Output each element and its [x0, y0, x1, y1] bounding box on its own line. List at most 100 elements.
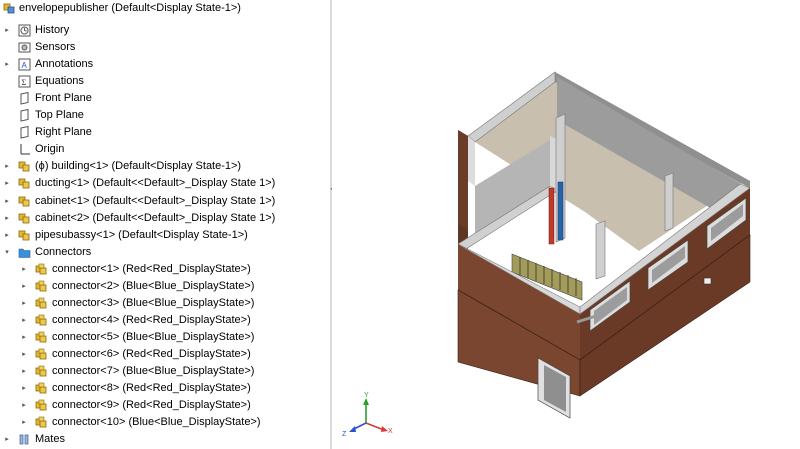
tree-item-label: Top Plane: [35, 109, 84, 122]
feature-manager-tree[interactable]: envelopepublisher (Default<Display State…: [0, 0, 330, 449]
plane-icon: [18, 92, 31, 105]
origin-icon: [18, 143, 31, 156]
expand-caret-icon[interactable]: ▸: [22, 350, 26, 358]
tree-item-label: connector<5> (Blue<Blue_DisplayState>): [52, 330, 255, 343]
tree-item[interactable]: ▸ History: [0, 22, 330, 39]
tree-item[interactable]: ▸ connector<1> (Red<Red_DisplayState>): [0, 261, 330, 278]
expand-caret-icon[interactable]: ▸: [5, 61, 9, 69]
collapse-panel-icon[interactable]: ◂: [328, 182, 336, 196]
tree-root[interactable]: envelopepublisher (Default<Display State…: [0, 0, 330, 17]
expand-caret-icon[interactable]: ▸: [22, 316, 26, 324]
assembly-icon: [18, 212, 31, 225]
expand-caret-icon[interactable]: ▸: [5, 214, 9, 222]
svg-text:A: A: [22, 61, 28, 70]
tree-item-label: connector<9> (Red<Red_DisplayState>): [52, 399, 251, 412]
tree-item[interactable]: ▸ cabinet<2> (Default<<Default>_Display S…: [0, 210, 330, 227]
expand-caret-icon[interactable]: ▸: [5, 180, 9, 188]
tree-item-label: ducting<1> (Default<<Default>_Display St…: [35, 177, 276, 190]
tree-item[interactable]: ▸ connector<9> (Red<Red_DisplayState>): [0, 397, 330, 414]
tree-item[interactable]: ▸connector<2> (Blue<Blue_DisplayState>): [0, 278, 330, 295]
plane-icon: [18, 126, 31, 139]
expand-caret-icon[interactable]: ▸: [5, 163, 9, 171]
tree-item[interactable]: ▸connector<3> (Blue<Blue_DisplayState>): [0, 295, 330, 312]
view-triad[interactable]: Y X Z: [342, 392, 393, 438]
tree-item-label: History: [35, 24, 70, 36]
window-2-opening: [652, 246, 685, 283]
tree-item-label: Annotations: [35, 58, 94, 71]
assembly-icon: [18, 229, 31, 242]
tree-item[interactable]: ▸ ducting<1> (Default<<Default>_Display S…: [0, 175, 330, 192]
expand-caret-icon[interactable]: ▸: [5, 197, 9, 205]
history-icon: [18, 24, 31, 37]
expand-caret-icon[interactable]: ▸: [22, 385, 26, 393]
expand-caret-icon[interactable]: ▸: [5, 231, 9, 239]
triad-z-label: Z: [342, 431, 347, 438]
connector-icon: [35, 331, 48, 344]
tree-item[interactable]: ▸connector<6> (Red<Red_DisplayState>): [0, 346, 330, 363]
graphics-viewport[interactable]: Y X Z: [332, 0, 800, 449]
folder-icon: [18, 246, 31, 259]
brick-wall-left-back: [458, 130, 468, 230]
tree-item[interactable]: ▸cabinet<1> (Default<<Default>_Display S…: [0, 193, 330, 210]
expand-caret-icon[interactable]: ▸: [5, 436, 9, 444]
panel-divider[interactable]: [330, 0, 332, 449]
cabinet-rack: [511, 253, 583, 301]
tree-item-label: connector<1> (Red<Red_DisplayState>): [52, 262, 251, 275]
connector-icon: [35, 365, 48, 378]
collapse-caret-icon[interactable]: ▾: [5, 248, 9, 256]
tree-item[interactable]: ▸ A Annotations: [0, 56, 330, 73]
building-floor: [475, 82, 740, 251]
tree-item-label: Origin: [35, 143, 65, 156]
tree-root-label: envelopepublisher (Default<Display State…: [19, 2, 241, 14]
tree-item[interactable]: Front Plane: [0, 90, 330, 107]
tree-item[interactable]: ▸ Mates: [0, 431, 330, 448]
equations-icon: Σ: [18, 75, 31, 88]
expand-caret-icon[interactable]: ▸: [22, 299, 26, 307]
tree-item[interactable]: ▸ pipesubassy<1> (Default<Display State-1…: [0, 227, 330, 244]
brick-wall-front-left: [458, 244, 580, 360]
plane-icon: [18, 109, 31, 122]
expand-caret-icon[interactable]: ▸: [22, 333, 26, 341]
triad-y-arrow: [363, 398, 369, 405]
tree-item-label: cabinet<2> (Default<<Default>_Display St…: [35, 211, 276, 224]
tree-item[interactable]: Right Plane: [0, 124, 330, 141]
expand-caret-icon[interactable]: ▸: [22, 265, 26, 273]
tree-item[interactable]: ▸connector<7> (Blue<Blue_DisplayState>): [0, 363, 330, 380]
wall-top-left: [467, 71, 556, 143]
tree-item[interactable]: ▾Connectors: [0, 244, 330, 261]
tree-item[interactable]: Top Plane: [0, 107, 330, 124]
triad-x-label: X: [388, 428, 393, 435]
tree-item[interactable]: ▸connector<4> (Red<Red_DisplayState>): [0, 312, 330, 329]
wall-cap: [468, 136, 475, 186]
window-3-opening: [711, 204, 743, 241]
blue-pipe: [557, 181, 564, 241]
assembly-root-icon: [3, 2, 16, 15]
door-opening: [544, 365, 566, 412]
triad-z-arrow: [349, 426, 356, 432]
expand-caret-icon[interactable]: ▸: [22, 419, 26, 427]
connector-icon: [35, 416, 48, 429]
tree-item[interactable]: ▸(ϕ) building<1> (Default<Display State-…: [0, 158, 330, 175]
expand-caret-icon[interactable]: ▸: [22, 282, 26, 290]
expand-caret-icon[interactable]: ▸: [22, 368, 26, 375]
interior-shadow: [555, 72, 750, 188]
connector-stub: [576, 314, 597, 324]
tree-item-label: pipesubassy<1> (Default<Display State-1>…: [35, 228, 248, 241]
window-1-opening: [594, 287, 627, 325]
tree-item-label: connector<8> (Red<Red_DisplayState>): [52, 382, 251, 395]
connector-icon: [35, 314, 48, 327]
red-pipe: [548, 187, 555, 245]
tree-item[interactable]: ▸ connector<8> (Red<Red_DisplayState>): [0, 380, 330, 397]
tree-item[interactable]: ▸connector<10> (Blue<Blue_DisplayState>): [0, 414, 330, 431]
vent: [703, 277, 712, 285]
tree-item[interactable]: Origin: [0, 141, 330, 158]
tree-item[interactable]: ▸ connector<5> (Blue<Blue_DisplayState>): [0, 329, 330, 346]
expand-caret-icon[interactable]: ▸: [22, 402, 26, 410]
annotations-icon: A: [18, 58, 31, 71]
tree-item-label: Mates: [35, 433, 65, 446]
inner-l-wall: [475, 140, 550, 233]
tree-item[interactable]: Sensors: [0, 39, 330, 56]
expand-caret-icon[interactable]: ▸: [5, 27, 9, 34]
cabinet-slats: [519, 257, 577, 296]
